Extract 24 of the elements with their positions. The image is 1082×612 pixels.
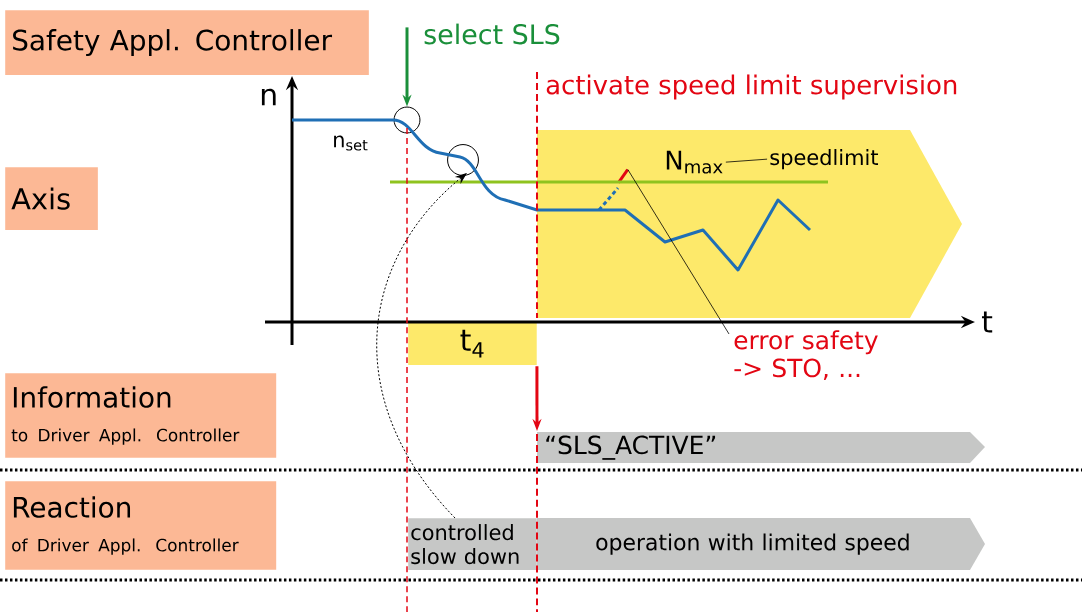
label-box: Information to Driver Appl. Controller (5, 373, 277, 458)
highlight-circle (393, 106, 421, 134)
phase-band: controlled slow down (408, 518, 537, 570)
leader-line (627, 169, 730, 335)
curved-arrow (376, 173, 467, 519)
line-label: activate speed limit supervision (544, 73, 960, 101)
limit-symbol: N$_{max}$ (666, 150, 723, 174)
axis-label: n (258, 87, 280, 107)
label-box: Safety Appl. Controller (5, 10, 369, 75)
supervision-band (537, 130, 962, 318)
connector-line (725, 158, 768, 163)
curve-label: n$_{set}$ (331, 134, 370, 152)
label-box: Axis (5, 167, 98, 230)
node-label: controlled slow down (411, 524, 519, 565)
limit-mark (617, 168, 629, 184)
status-band: “SLS_ACTIVE” (537, 432, 985, 463)
label-box: Reaction of Driver Appl. Controller (5, 481, 277, 570)
event-label: select SLS (424, 23, 560, 45)
time-window-box: t$_{4}$ (408, 322, 537, 366)
error-note: error safety -> STO, ... (734, 330, 878, 380)
limit-label: speedlimit (770, 149, 878, 170)
highlight-circle (447, 144, 479, 176)
axis-label: t (980, 310, 994, 334)
node-label: operation with limited speed (596, 533, 909, 555)
